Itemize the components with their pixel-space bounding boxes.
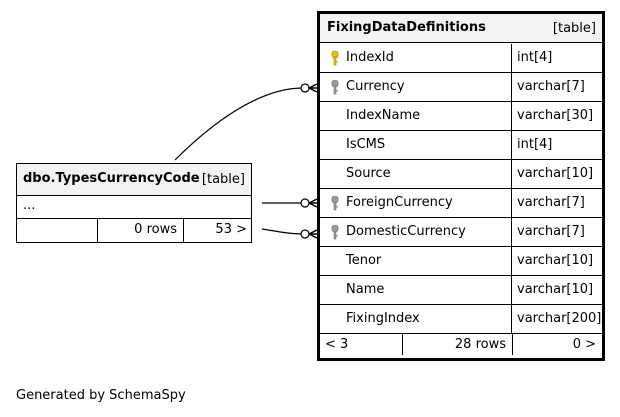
foreign-key-icon — [330, 225, 340, 240]
table-row[interactable]: DomesticCurrency varchar[7] — [320, 218, 602, 248]
column-type: varchar[7] — [517, 195, 585, 210]
column-name[interactable]: FixingIndex — [346, 311, 420, 327]
table-header: dbo.TypesCurrencyCode [table] — [17, 164, 251, 196]
types-currency-code-table[interactable]: dbo.TypesCurrencyCode [table] ... 0 rows… — [16, 163, 252, 243]
footer-divider — [402, 334, 403, 355]
column-type: varchar[200] — [517, 311, 602, 327]
table-footer: < 3 28 rows 0 > — [320, 334, 602, 356]
table-name[interactable]: FixingDataDefinitions — [327, 20, 486, 35]
column-type: int[4] — [517, 49, 553, 65]
column-name[interactable]: IndexName — [346, 107, 421, 123]
table-row[interactable]: IndexName varchar[30] — [320, 101, 602, 131]
column-type: varchar[7] — [517, 78, 585, 94]
table-name[interactable]: dbo.TypesCurrencyCode — [23, 171, 200, 186]
column-name-cell — [320, 130, 512, 159]
column-name-cell — [320, 72, 512, 101]
column-name[interactable]: Currency — [346, 78, 405, 94]
column-name-cell — [320, 247, 512, 276]
column-placeholder-row: ... — [17, 196, 251, 219]
footer-divider — [512, 334, 513, 355]
crowfoot-end-markers — [300, 83, 318, 239]
column-placeholder: ... — [23, 198, 36, 213]
footer-divider — [183, 219, 184, 242]
column-name-cell — [320, 159, 512, 188]
generated-by-caption: Generated by SchemaSpy — [16, 388, 186, 403]
column-type: varchar[10] — [517, 282, 594, 298]
table-row[interactable]: Name varchar[10] — [320, 276, 602, 306]
table-row[interactable]: IndexId int[4] — [320, 43, 602, 73]
column-name-cell — [320, 189, 512, 217]
table-row[interactable]: FixingIndex varchar[200] — [320, 305, 602, 335]
column-type: varchar[30] — [517, 107, 594, 123]
child-count[interactable]: 0 > — [572, 337, 596, 352]
foreign-key-icon — [330, 196, 340, 211]
column-name-cell — [320, 101, 512, 130]
column-name[interactable]: ForeignCurrency — [346, 195, 453, 210]
row-count: 28 rows — [454, 337, 506, 352]
table-footer: 0 rows 53 > — [17, 219, 251, 242]
foreign-key-icon — [330, 79, 340, 95]
table-row[interactable]: Currency varchar[7] — [320, 72, 602, 102]
column-name-cell — [320, 305, 512, 334]
table-row[interactable]: Source varchar[10] — [320, 159, 602, 189]
column-name-cell — [320, 43, 512, 72]
table-header: FixingDataDefinitions [table] — [320, 14, 602, 43]
table-row[interactable]: IsCMS int[4] — [320, 130, 602, 160]
table-kind: [table] — [201, 172, 245, 187]
column-name[interactable]: DomesticCurrency — [346, 224, 466, 240]
table-row[interactable]: Tenor varchar[10] — [320, 247, 602, 277]
row-count: 0 rows — [134, 222, 177, 237]
column-type: varchar[10] — [517, 165, 594, 181]
column-name[interactable]: Name — [346, 282, 385, 298]
table-kind: [table] — [552, 21, 596, 36]
fixing-data-definitions-table[interactable]: FixingDataDefinitions [table] IndexId int… — [317, 11, 605, 361]
footer-divider — [97, 219, 98, 242]
column-name[interactable]: Source — [346, 165, 391, 181]
column-name[interactable]: Tenor — [346, 253, 382, 269]
table-row[interactable]: ForeignCurrency varchar[7] — [320, 189, 602, 218]
column-name-cell — [320, 276, 512, 305]
column-type: varchar[7] — [517, 224, 585, 240]
child-count[interactable]: 53 > — [215, 222, 247, 237]
column-name-cell — [320, 218, 512, 247]
domestic-currency-relationship-line — [261, 228, 304, 235]
currency-relationship-line — [174, 87, 304, 161]
column-type: varchar[10] — [517, 253, 594, 269]
column-name[interactable]: IndexId — [346, 49, 394, 65]
parent-count[interactable]: < 3 — [325, 337, 349, 352]
column-type: int[4] — [517, 136, 553, 152]
primary-key-icon — [330, 50, 340, 66]
column-name[interactable]: IsCMS — [346, 136, 386, 152]
